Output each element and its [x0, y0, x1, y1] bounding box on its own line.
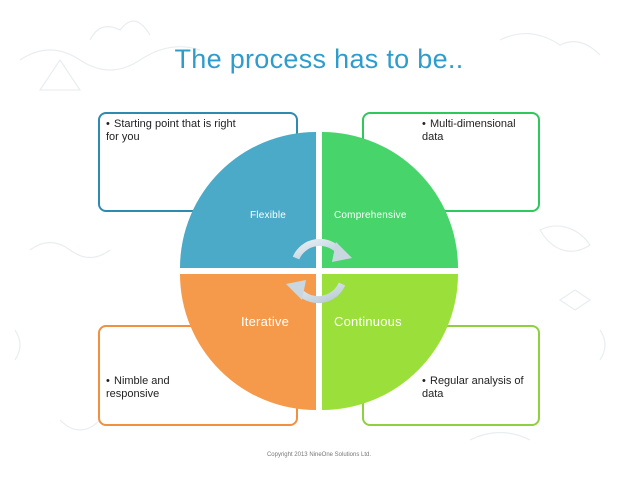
cycle-arrows-icon [286, 238, 352, 304]
note-text-bottom-right-content: Regular analysis of data [422, 375, 524, 400]
copyright-footer: Copyright 2013 NineOne Solutions Ltd. [266, 452, 372, 458]
note-text-bottom-left-content: Nimble and responsive [106, 375, 170, 400]
note-text-top-left: •Starting point that is right for you [106, 118, 236, 144]
quadrant-flexible [180, 132, 316, 268]
quadrant-label-comprehensive: Comprehensive [334, 210, 407, 221]
quadrant-continuous [322, 274, 458, 410]
quadrant-label-flexible: Flexible [250, 210, 287, 221]
bullet-icon: • [422, 375, 426, 387]
note-text-top-left-content: Starting point that is right for you [106, 118, 236, 143]
quadrant-comprehensive [322, 132, 458, 268]
slide-title: The process has to be.. [174, 44, 464, 74]
quadrant-label-iterative: Iterative [241, 314, 290, 329]
bullet-icon: • [106, 118, 110, 130]
note-text-top-right-content: Multi-dimensional data [422, 118, 516, 143]
bullet-icon: • [422, 118, 426, 130]
quadrant-label-continuous: Continuous [334, 314, 402, 329]
quadrant-iterative [180, 274, 316, 410]
bullet-icon: • [106, 375, 110, 387]
note-text-bottom-right: •Regular analysis of data [422, 375, 534, 401]
process-circle [180, 132, 458, 410]
note-text-top-right: •Multi-dimensional data [422, 118, 532, 144]
note-text-bottom-left: •Nimble and responsive [106, 375, 186, 401]
